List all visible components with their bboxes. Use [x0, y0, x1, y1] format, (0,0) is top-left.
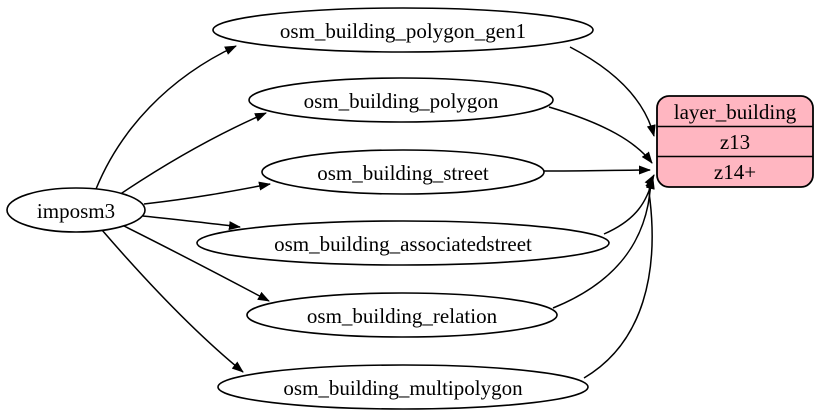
layer-row-z13: z13: [720, 130, 750, 154]
node-osm-building-multipolygon: osm_building_multipolygon: [217, 364, 589, 410]
layer-building-title: layer_building: [674, 100, 797, 124]
table-ellipse: [261, 149, 545, 195]
table-ellipse: [196, 220, 610, 266]
edge-street-to-z14: [543, 165, 651, 175]
table-label: osm_building_relation: [307, 304, 498, 328]
layer-building-box: [656, 95, 814, 188]
node-osm-building-relation: osm_building_relation: [246, 292, 558, 338]
table-label: osm_building_multipolygon: [283, 376, 523, 400]
table-label: osm_building_street: [317, 161, 489, 185]
table-label: osm_building_polygon_gen1: [280, 19, 526, 43]
layer-row-z14plus: z14+: [714, 160, 756, 184]
table-label: osm_building_associatedstreet: [274, 232, 532, 256]
node-layer-building: layer_building z13 z14+: [656, 95, 814, 188]
table-ellipse: [248, 77, 554, 123]
table-ellipse: [217, 364, 589, 410]
table-ellipse: [246, 292, 558, 338]
edge-imposm3-to-associatedstreet: [142, 215, 241, 231]
table-ellipse: [212, 7, 594, 53]
imposm3-ellipse: [6, 187, 146, 233]
imposm3-label: imposm3: [37, 199, 115, 223]
node-osm-building-street: osm_building_street: [261, 149, 545, 195]
edge-polygon-gen1-to-z13: [569, 46, 656, 137]
node-osm-building-polygon: osm_building_polygon: [248, 77, 554, 123]
edge-imposm3-to-polygon-gen1: [95, 45, 237, 190]
edge-multipolygon-to-z14: [583, 174, 655, 379]
node-osm-building-polygon-gen1: osm_building_polygon_gen1: [212, 7, 594, 53]
edge-imposm3-to-relation: [123, 225, 270, 302]
edge-relation-to-z14: [552, 176, 654, 309]
edge-imposm3-to-street: [143, 181, 271, 205]
node-osm-building-associatedstreet: osm_building_associatedstreet: [196, 220, 610, 266]
table-label: osm_building_polygon: [304, 89, 499, 113]
edge-imposm3-to-multipolygon: [101, 229, 244, 373]
edge-layer-group: [95, 45, 656, 379]
node-imposm3: imposm3: [6, 187, 146, 233]
edge-associatedstreet-to-z14: [603, 177, 655, 235]
edge-polygon-to-z14: [548, 106, 653, 164]
edge-imposm3-to-polygon: [118, 112, 267, 196]
